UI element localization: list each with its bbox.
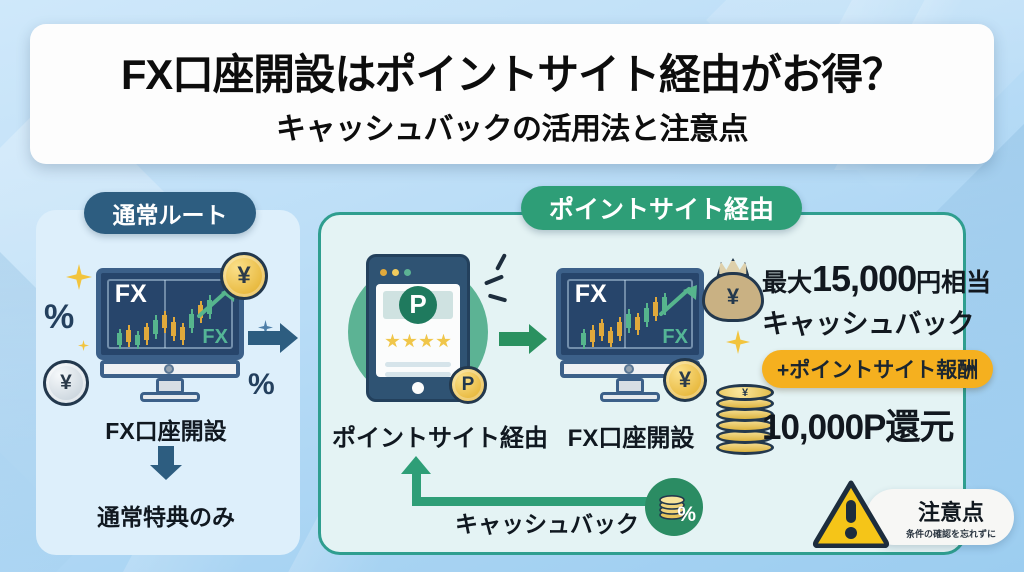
coin-gold-yen-right: ¥ <box>663 358 707 402</box>
caption-cashback: キャッシュバック <box>455 511 639 537</box>
point-site-reward-pill: +ポイントサイト報酬 <box>762 350 994 388</box>
warning-triangle-icon <box>812 480 890 548</box>
candle <box>617 317 622 341</box>
monitor-base-left <box>140 392 200 402</box>
cashback-coin-badge: % <box>645 478 703 536</box>
monitor-power-dot-right <box>624 364 634 374</box>
candle <box>162 311 167 333</box>
arrow-right-to-point-route <box>248 323 298 353</box>
caption-via-point-site: ポイントサイト経由 <box>332 425 548 452</box>
phone-topbar <box>376 264 460 281</box>
sparkle-small-left <box>78 340 89 351</box>
monitor-divider-right <box>624 279 627 349</box>
money-bag-icon: ¥ <box>702 258 764 322</box>
warning-subtitle: 条件の確認を忘れずに <box>905 528 996 539</box>
placeholder-line <box>385 361 451 367</box>
monitor-base-right <box>600 392 660 402</box>
reward-amount: 15,000 <box>812 258 917 299</box>
cashback-loop-horizontal <box>412 497 672 506</box>
reward-point-return: 10,000P還元 <box>762 408 954 447</box>
candle <box>644 303 649 327</box>
candle <box>590 325 595 347</box>
warning-box: 注意点 条件の確認を忘れずに <box>866 489 1014 545</box>
fx-monitor-left: FX FX <box>96 268 244 402</box>
monitor-screen-inner-right <box>567 279 693 349</box>
candle <box>653 297 658 321</box>
monitor-screen-inner-left <box>107 279 233 349</box>
reward-suffix: 円相当 <box>916 269 992 297</box>
phone-dot-yellow <box>392 269 399 276</box>
uptrend-arrow-right <box>659 285 697 316</box>
coin-silver-yen: ¥ <box>43 360 89 406</box>
candle <box>626 309 631 333</box>
candle <box>126 325 131 347</box>
phone-dot-orange <box>380 269 387 276</box>
cashback-loop-vertical <box>412 470 421 502</box>
candle <box>608 327 613 347</box>
star-icon <box>419 333 434 348</box>
candle <box>635 313 640 335</box>
candle <box>144 323 149 345</box>
page-subtitle: キャッシュバックの活用法と注意点 <box>276 112 749 146</box>
candle <box>153 315 158 339</box>
coin-stack-icon: ¥ <box>716 382 774 458</box>
coin-disc-top: ¥ <box>716 384 774 401</box>
percent-symbol-left: % <box>44 298 75 336</box>
candle <box>581 329 586 349</box>
candle <box>180 323 185 345</box>
rating-stars <box>385 333 451 349</box>
reward-block: 最大 15,000 円相当 キャッシュバック +ポイントサイト報酬 10,000… <box>762 258 994 450</box>
arrow-down-normal-route <box>150 446 182 480</box>
star-icon <box>385 333 400 348</box>
caption-normal-benefit-only: 通常特典のみ <box>97 504 235 530</box>
money-bag-yen: ¥ <box>702 272 764 322</box>
candle <box>599 319 604 341</box>
caption-fx-account-right: FX口座開設 <box>567 425 695 452</box>
burst-lines-icon <box>478 253 516 303</box>
placeholder-line <box>385 371 451 378</box>
phone-home-button <box>412 382 424 394</box>
warning-title: 注意点 <box>917 499 984 525</box>
candle <box>135 331 140 349</box>
badge-normal-route: 通常ルート <box>84 192 256 234</box>
arrow-right-to-fx-account <box>499 324 547 354</box>
cashback-loop-arrowhead <box>401 456 431 474</box>
monitor-screen-left: FX FX <box>96 268 244 360</box>
coin-gold-point: P <box>449 366 487 404</box>
badge-point-site-route-label: ポイントサイト経由 <box>548 196 774 224</box>
percent-symbol-right: % <box>248 368 275 401</box>
coin-gold-yen-left: ¥ <box>220 252 268 300</box>
monitor-screen-right: FX FX <box>556 268 704 360</box>
reward-cashback-label: キャッシュバック <box>762 309 975 339</box>
point-site-phone: P <box>366 254 470 402</box>
monitor-label-fx-bottom-right: FX <box>662 326 688 349</box>
phone-screen: P <box>376 284 460 378</box>
phone-dot-green <box>404 269 411 276</box>
point-logo-icon: P <box>398 285 437 324</box>
candle <box>171 317 176 341</box>
reward-prefix: 最大 <box>762 269 813 297</box>
candle <box>662 293 667 315</box>
star-icon <box>402 333 417 348</box>
monitor-label-fx-top-left: FX <box>114 280 147 309</box>
badge-normal-route-label: 通常ルート <box>112 202 228 228</box>
coin-stack-small-icon <box>659 495 685 520</box>
reward-cashback-amount-line: 最大 15,000 円相当 <box>762 258 993 300</box>
title-card: FX口座開設はポイントサイト経由がお得？ キャッシュバックの活用法と注意点 <box>30 24 994 164</box>
reward-pill-wrapper: +ポイントサイト報酬 <box>762 350 994 388</box>
candle <box>117 329 122 349</box>
caption-fx-account-left: FX口座開設 <box>105 418 227 444</box>
badge-point-site-route: ポイントサイト経由 <box>521 186 802 230</box>
page-title: FX口座開設はポイントサイト経由がお得？ <box>121 50 904 98</box>
monitor-label-fx-top-right: FX <box>574 280 607 309</box>
monitor-power-dot-left <box>164 364 174 374</box>
cashback-percent-symbol: % <box>677 503 696 526</box>
monitor-label-fx-bottom-left: FX <box>202 326 228 349</box>
star-icon <box>436 333 451 348</box>
candle <box>189 309 194 333</box>
phone-banner: P <box>382 285 454 324</box>
